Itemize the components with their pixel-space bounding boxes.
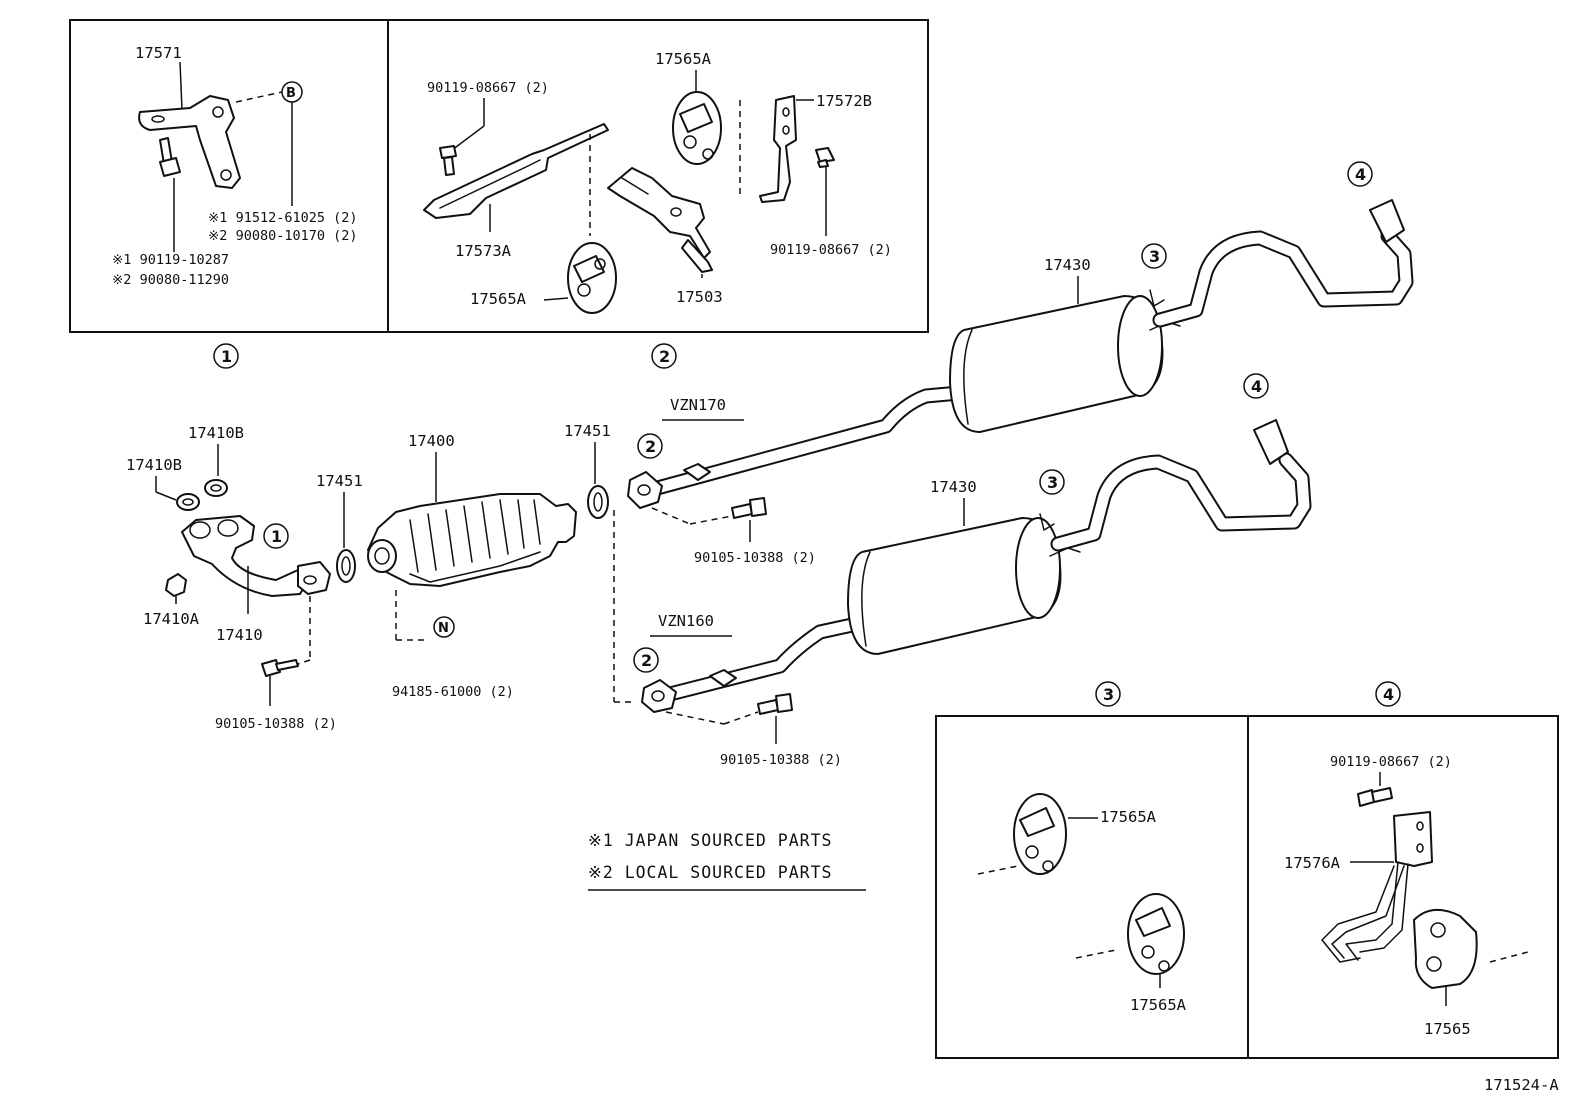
label-17573A: 17573A — [455, 242, 512, 260]
ref-marker-4-lower — [1243, 373, 1269, 399]
label-17410: 17410 — [216, 626, 263, 644]
inset-frame-bottom — [935, 715, 1559, 1059]
label-17565A-box3-top: 17565A — [1100, 808, 1157, 826]
svg-text:1: 1 — [221, 347, 232, 366]
svg-text:N: N — [438, 621, 449, 636]
ref-marker-n — [433, 616, 455, 638]
tail-pipe-outlet-lower — [1050, 419, 1312, 552]
label-17410A: 17410A — [143, 610, 200, 628]
ref-marker-4-box: 4 — [1375, 681, 1401, 707]
muffler-17430-upper — [948, 294, 1164, 434]
svg-text:2: 2 — [645, 437, 656, 456]
ref-marker-4-upper — [1347, 161, 1373, 187]
inset-4: 90119-08667 (2) 17576A 17565 — [1284, 754, 1529, 1038]
muffler-17430-lower — [846, 516, 1062, 656]
label-17571: 17571 — [135, 44, 182, 62]
label-stud-converter: 94185-61000 (2) — [392, 684, 514, 700]
nut-icon — [165, 573, 187, 597]
ref-marker-3-upper — [1141, 243, 1167, 269]
label-bolt-local: ※2 90080-11290 — [112, 272, 229, 288]
front-pipe-17410 — [181, 515, 331, 597]
ref-marker-2: 2 — [651, 343, 677, 369]
ref-marker-2-lower — [633, 647, 659, 673]
rubber-insulator-icon — [1413, 909, 1478, 989]
ref-marker-3-lower — [1039, 469, 1065, 495]
rubber-insulator-icon — [567, 242, 617, 314]
note-local-sourced: ※2 LOCAL SOURCED PARTS — [588, 863, 832, 882]
label-17451-front: 17451 — [316, 472, 363, 490]
label-17565-box4: 17565 — [1424, 1020, 1471, 1038]
tail-pipe-lower — [641, 614, 874, 713]
ref-marker-3-box: 3 — [1095, 681, 1121, 707]
svg-text:3: 3 — [1047, 473, 1058, 492]
label-bolt-box4: 90119-08667 (2) — [1330, 754, 1452, 770]
label-17400: 17400 — [408, 432, 455, 450]
label-model-upper: VZN170 — [670, 396, 726, 414]
label-nut-local: ※2 90080-10170 (2) — [208, 228, 357, 244]
note-japan-sourced: ※1 JAPAN SOURCED PARTS — [588, 831, 832, 850]
bolt-icon — [1357, 787, 1393, 807]
svg-text:B: B — [286, 86, 296, 101]
bolt-icon — [731, 497, 767, 519]
label-17565A-bottom: 17565A — [470, 290, 527, 308]
svg-text:4: 4 — [1355, 165, 1366, 184]
svg-text:2: 2 — [641, 651, 652, 670]
svg-text:4: 4 — [1383, 685, 1394, 704]
bracket-17571 — [138, 95, 241, 189]
label-bolt-right: 90119-08667 (2) — [770, 242, 892, 258]
rubber-insulator-icon — [1013, 793, 1067, 875]
inset-frame-top — [69, 19, 929, 333]
label-17565A-top: 17565A — [655, 50, 712, 68]
label-17576A: 17576A — [1284, 854, 1341, 872]
catalytic-converter-17400 — [367, 493, 577, 587]
bracket-17576A — [1393, 811, 1433, 867]
label-nut-jp: ※1 91512-61025 (2) — [208, 210, 357, 226]
gasket-ring-icon — [204, 479, 228, 497]
svg-text:2: 2 — [659, 347, 670, 366]
gasket-ring-icon — [336, 549, 356, 583]
label-bolt-front-pipe: 90105-10388 (2) — [215, 716, 337, 732]
label-model-lower: VZN160 — [658, 612, 714, 630]
label-bolt-jp: ※1 90119-10287 — [112, 252, 229, 268]
bolt-icon — [439, 145, 457, 176]
gasket-ring-icon — [176, 493, 200, 511]
label-bolt-top: 90119-08667 (2) — [427, 80, 549, 96]
label-17572B: 17572B — [816, 92, 872, 110]
inset-3: 17565A 17565A — [977, 793, 1187, 1014]
label-bolt-upper-tail: 90105-10388 (2) — [694, 550, 816, 566]
rubber-insulator-icon — [672, 91, 722, 165]
inset-1: 17571 B ※1 91512-61025 (2) ※2 90080-1017… — [112, 44, 357, 288]
rubber-insulator-icon — [1127, 893, 1185, 975]
bolt-icon — [757, 693, 793, 715]
svg-text:1: 1 — [271, 527, 282, 546]
support-17503 — [607, 167, 711, 259]
label-17451-rear: 17451 — [564, 422, 611, 440]
label-17410B-lower: 17410B — [126, 456, 182, 474]
diagram-id-code: 171524-A — [1484, 1076, 1559, 1094]
label-17565A-box3-bottom: 17565A — [1130, 996, 1187, 1014]
gasket-ring-icon — [587, 485, 609, 519]
svg-text:3: 3 — [1103, 685, 1114, 704]
bracket-17572B — [759, 95, 797, 203]
label-17503: 17503 — [676, 288, 723, 306]
tail-pipe-upper — [627, 384, 978, 509]
svg-text:3: 3 — [1149, 247, 1160, 266]
bolt-icon — [159, 137, 181, 177]
label-17410B-upper: 17410B — [188, 424, 244, 442]
tail-pipe-outlet-upper — [1152, 199, 1414, 328]
label-17430-lower: 17430 — [930, 478, 977, 496]
ref-marker-2-upper — [637, 433, 663, 459]
bolt-icon — [261, 659, 299, 677]
ref-marker-1: 1 — [213, 343, 239, 369]
bolt-icon — [815, 147, 835, 168]
ref-marker-1-inline — [263, 523, 289, 549]
label-bolt-lower-tail: 90105-10388 (2) — [720, 752, 842, 768]
inset-2: 90119-08667 (2) 17573A 17565A 17503 1756… — [423, 50, 892, 314]
label-17430-upper: 17430 — [1044, 256, 1091, 274]
svg-text:4: 4 — [1251, 377, 1262, 396]
